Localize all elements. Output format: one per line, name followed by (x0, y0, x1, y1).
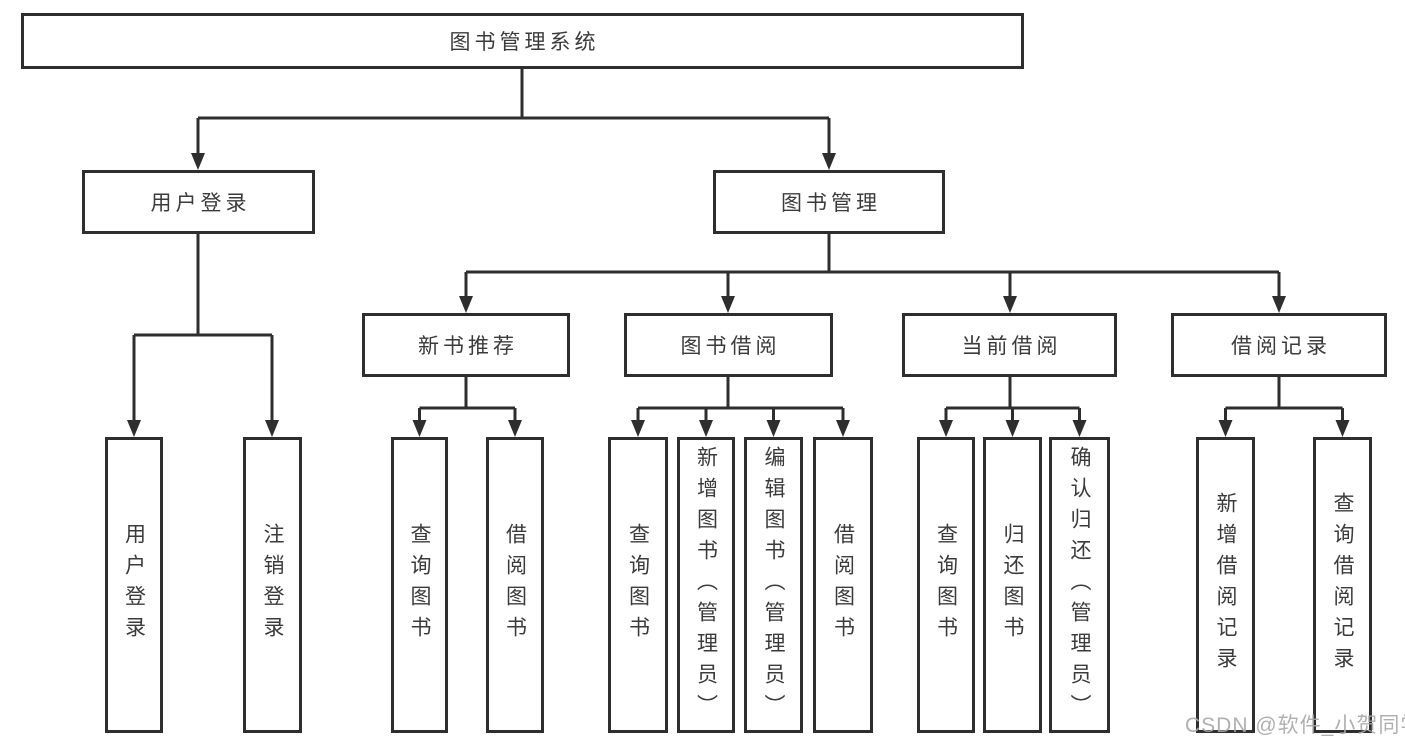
arrow-down-icon (265, 420, 279, 437)
node-book-borrowing: 图书借阅 (624, 313, 833, 377)
connector-user-login (132, 233, 274, 424)
connector-borrowing-records (1224, 377, 1344, 424)
node-label: 用户登录 (150, 192, 251, 215)
arrow-down-icon (1218, 420, 1233, 437)
node-new-book-recommendation: 新书推荐 (362, 313, 570, 377)
arrow-down-icon (939, 420, 953, 437)
leaf-recommend-query-books: 查询图书 (391, 437, 448, 733)
arrow-down-icon (191, 153, 205, 170)
arrow-down-icon (631, 420, 645, 437)
connector-book-borrowing (636, 377, 845, 424)
node-label: 借阅图书 (831, 523, 855, 647)
leaf-borrow-query-books: 查询图书 (608, 437, 668, 733)
leaf-current-query-books: 查询图书 (917, 437, 975, 733)
node-label: 借阅记录 (1231, 335, 1331, 358)
leaf-borrow-edit-books-admin: 编辑图书（管理员） (744, 437, 803, 733)
arrow-down-icon (721, 296, 735, 313)
arrow-down-icon (766, 420, 781, 437)
arrow-down-icon (459, 296, 473, 313)
node-label: 新增图书（管理员） (694, 445, 718, 725)
node-book-management: 图书管理 (713, 170, 945, 234)
arrow-down-icon (508, 420, 522, 437)
node-label: 当前借阅 (961, 335, 1062, 358)
arrow-down-icon (1272, 296, 1286, 313)
node-label: 用户登录 (122, 523, 146, 647)
node-user-login: 用户登录 (82, 170, 315, 234)
watermark: CSDN @软件_小贺同学 (1185, 714, 1405, 737)
node-label: 查询借阅记录 (1331, 492, 1354, 678)
arrow-down-icon (1335, 420, 1350, 437)
leaf-recommend-borrow-books: 借阅图书 (486, 437, 544, 733)
node-library-system: 图书管理系统 (21, 13, 1024, 69)
arrow-down-icon (127, 420, 141, 437)
arrow-down-icon (836, 420, 850, 437)
node-label: 确认归还（管理员） (1068, 445, 1091, 725)
leaf-logout: 注销登录 (243, 437, 302, 733)
leaf-borrow-borrow-books: 借阅图书 (813, 437, 873, 733)
arrow-down-icon (822, 153, 836, 170)
node-label: 归还图书 (1001, 523, 1024, 647)
connector-book-management (464, 233, 1281, 300)
node-label: 编辑图书（管理员） (762, 445, 785, 725)
node-label: 查询图书 (934, 523, 958, 647)
node-label: 新书推荐 (418, 335, 518, 358)
node-label: 图书管理系统 (449, 31, 600, 54)
leaf-records-add-record: 新增借阅记录 (1196, 437, 1255, 733)
node-label: 查询图书 (408, 523, 431, 647)
arrow-down-icon (699, 420, 713, 437)
connector-new-book-recommendation (418, 377, 517, 424)
arrow-down-icon (1003, 296, 1017, 313)
leaf-records-query-record: 查询借阅记录 (1313, 437, 1372, 733)
arrow-down-icon (412, 420, 427, 437)
node-label: 借阅图书 (503, 523, 527, 647)
arrow-down-icon (1005, 420, 1020, 437)
connector-current-borrowing (944, 377, 1081, 424)
node-label: 注销登录 (261, 523, 284, 647)
leaf-user-login: 用户登录 (105, 437, 163, 733)
connector-root (196, 69, 831, 156)
node-current-borrowing: 当前借阅 (902, 313, 1117, 377)
leaf-borrow-add-books-admin: 新增图书（管理员） (677, 437, 735, 733)
node-label: 新增借阅记录 (1214, 492, 1237, 678)
leaf-current-return-books: 归还图书 (983, 437, 1042, 733)
node-borrowing-records: 借阅记录 (1171, 313, 1387, 377)
node-label: 查询图书 (626, 523, 650, 647)
leaf-current-confirm-return-admin: 确认归还（管理员） (1049, 437, 1110, 733)
node-label: 图书管理 (781, 192, 881, 215)
arrow-down-icon (1072, 420, 1087, 437)
node-label: 图书借阅 (680, 335, 781, 358)
